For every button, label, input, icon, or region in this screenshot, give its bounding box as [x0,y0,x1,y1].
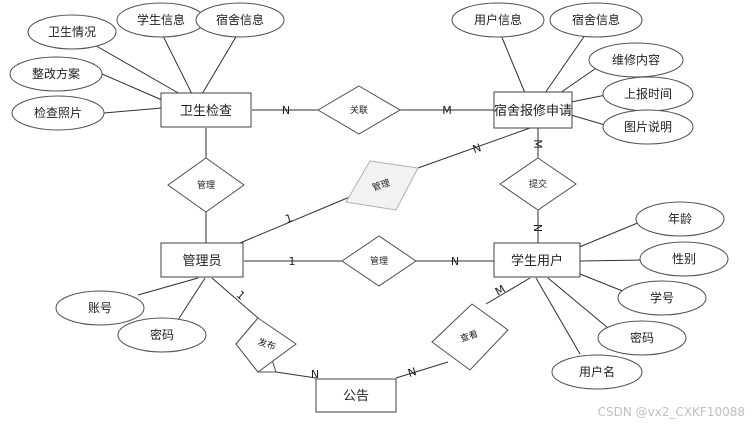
attr-dorm-info-1: 宿舍信息 [195,2,285,38]
relationship-manage-student: 管理 [341,235,417,287]
attr-picture-desc-label: 图片说明 [624,119,672,134]
attr-report-time: 上报时间 [602,76,694,112]
attr-dorm-info-2: 宿舍信息 [549,2,643,38]
attr-picture-desc: 图片说明 [602,109,694,145]
attr-dorm-info-2-label: 宿舍信息 [572,12,620,27]
entity-notice: 公告 [315,378,397,413]
entity-hygiene-check: 卫生检查 [160,92,252,128]
relationship-submit: 提交 [499,157,577,211]
card-admin-manage-student: 1 [289,255,296,268]
relationship-manage-hygiene-label: 管理 [197,179,215,191]
edge-report-time [570,94,607,103]
relationship-manage-student-label: 管理 [370,255,388,267]
edge-user-info [497,27,526,94]
edge-admin-password [177,277,206,321]
edge-picture-desc [570,114,606,126]
card-repair-manage: N [471,141,483,156]
edge-admin-manage-grey [239,195,353,244]
edge-student-username [535,277,581,355]
entity-notice-label: 公告 [343,389,369,404]
relationship-associate: 关联 [317,85,401,135]
attr-dorm-info-1-label: 宿舍信息 [216,12,264,27]
card-student-submit: N [531,224,544,232]
attr-student-id-label: 学号 [650,290,674,305]
attr-student-info-1-label: 学生信息 [137,12,185,27]
relationship-publish: 发布 [235,316,297,373]
attr-student-gender: 性别 [639,241,729,277]
entity-admin: 管理员 [160,242,244,278]
attr-report-time-label: 上报时间 [624,86,672,101]
attr-admin-password-label: 密码 [150,327,174,342]
edge-dorm-info-1 [201,29,241,95]
attr-admin-account-label: 账号 [88,301,112,315]
relationship-associate-label: 关联 [350,104,368,116]
entity-admin-label: 管理员 [182,254,221,269]
entity-dorm-repair: 宿舍报修申请 [493,91,573,129]
relationship-manage-hygiene: 管理 [167,157,245,213]
attr-student-info-1: 学生信息 [116,2,206,38]
relationship-view: 查看 [431,303,509,371]
attr-hygiene-status: 卫生情况 [27,14,117,50]
edge-admin-publish [211,277,259,319]
attr-user-info: 用户信息 [451,2,545,38]
attr-student-age: 年龄 [635,201,725,237]
entity-dorm-repair-label: 宿舍报修申请 [494,103,572,119]
attr-repair-content-label: 维修内容 [612,52,660,67]
edge-student-age [571,221,641,251]
card-student-manage: N [451,255,459,268]
card-repair-associate: M [442,104,452,117]
edge-notice-view [395,361,449,379]
edge-check-photo [103,107,163,114]
card-admin-manage-repair: 1 [284,211,295,226]
card-repair-submit: M [531,139,544,149]
attr-student-password: 密码 [597,320,687,356]
attr-repair-content: 维修内容 [588,42,684,78]
card-notice-view: N [406,365,418,380]
edge-student-gender [579,259,641,262]
edge-manage-grey-repair [417,127,531,169]
edge-admin-account [137,277,199,296]
attr-student-gender-label: 性别 [672,252,696,266]
relationship-manage-repair: 管理 [345,160,419,211]
attr-student-id: 学号 [617,280,707,316]
attr-check-photo: 检查照片 [11,95,105,131]
attr-check-photo-label: 检查照片 [34,105,82,120]
edge-student-password [547,277,609,329]
edge-view-student [485,277,531,305]
attr-hygiene-status-label: 卫生情况 [48,25,96,39]
entity-student: 学生用户 [493,242,581,278]
attr-admin-account: 账号 [55,290,145,326]
connection-lines [71,27,641,379]
watermark: CSDN @vx2_CXKF10088 [598,405,745,419]
attr-rectify-plan: 整改方案 [9,56,103,92]
edge-dorm-info-2 [544,27,591,94]
attr-rectify-plan-label: 整改方案 [32,66,80,81]
attr-student-password-label: 密码 [630,330,654,345]
attr-user-info-label: 用户信息 [474,12,522,27]
attr-student-username: 用户名 [551,354,643,390]
edge-rectify-plan [101,73,163,101]
edge-student-info-1 [160,31,193,95]
edge-publish-notice [275,371,317,379]
entity-student-label: 学生用户 [511,253,563,269]
relationship-submit-label: 提交 [529,178,547,190]
card-notice-publish: N [311,368,319,381]
attr-student-age-label: 年龄 [668,212,692,226]
card-hygiene-associate: N [282,104,290,117]
card-student-view: M [493,282,508,298]
attr-admin-password: 密码 [117,317,207,353]
cardinality-labels: N M N 1 M N 1 N 1 N N M [234,104,544,381]
entity-hygiene-check-label: 卫生检查 [180,104,232,119]
attr-student-username-label: 用户名 [579,364,615,379]
card-admin-publish: 1 [234,288,248,302]
